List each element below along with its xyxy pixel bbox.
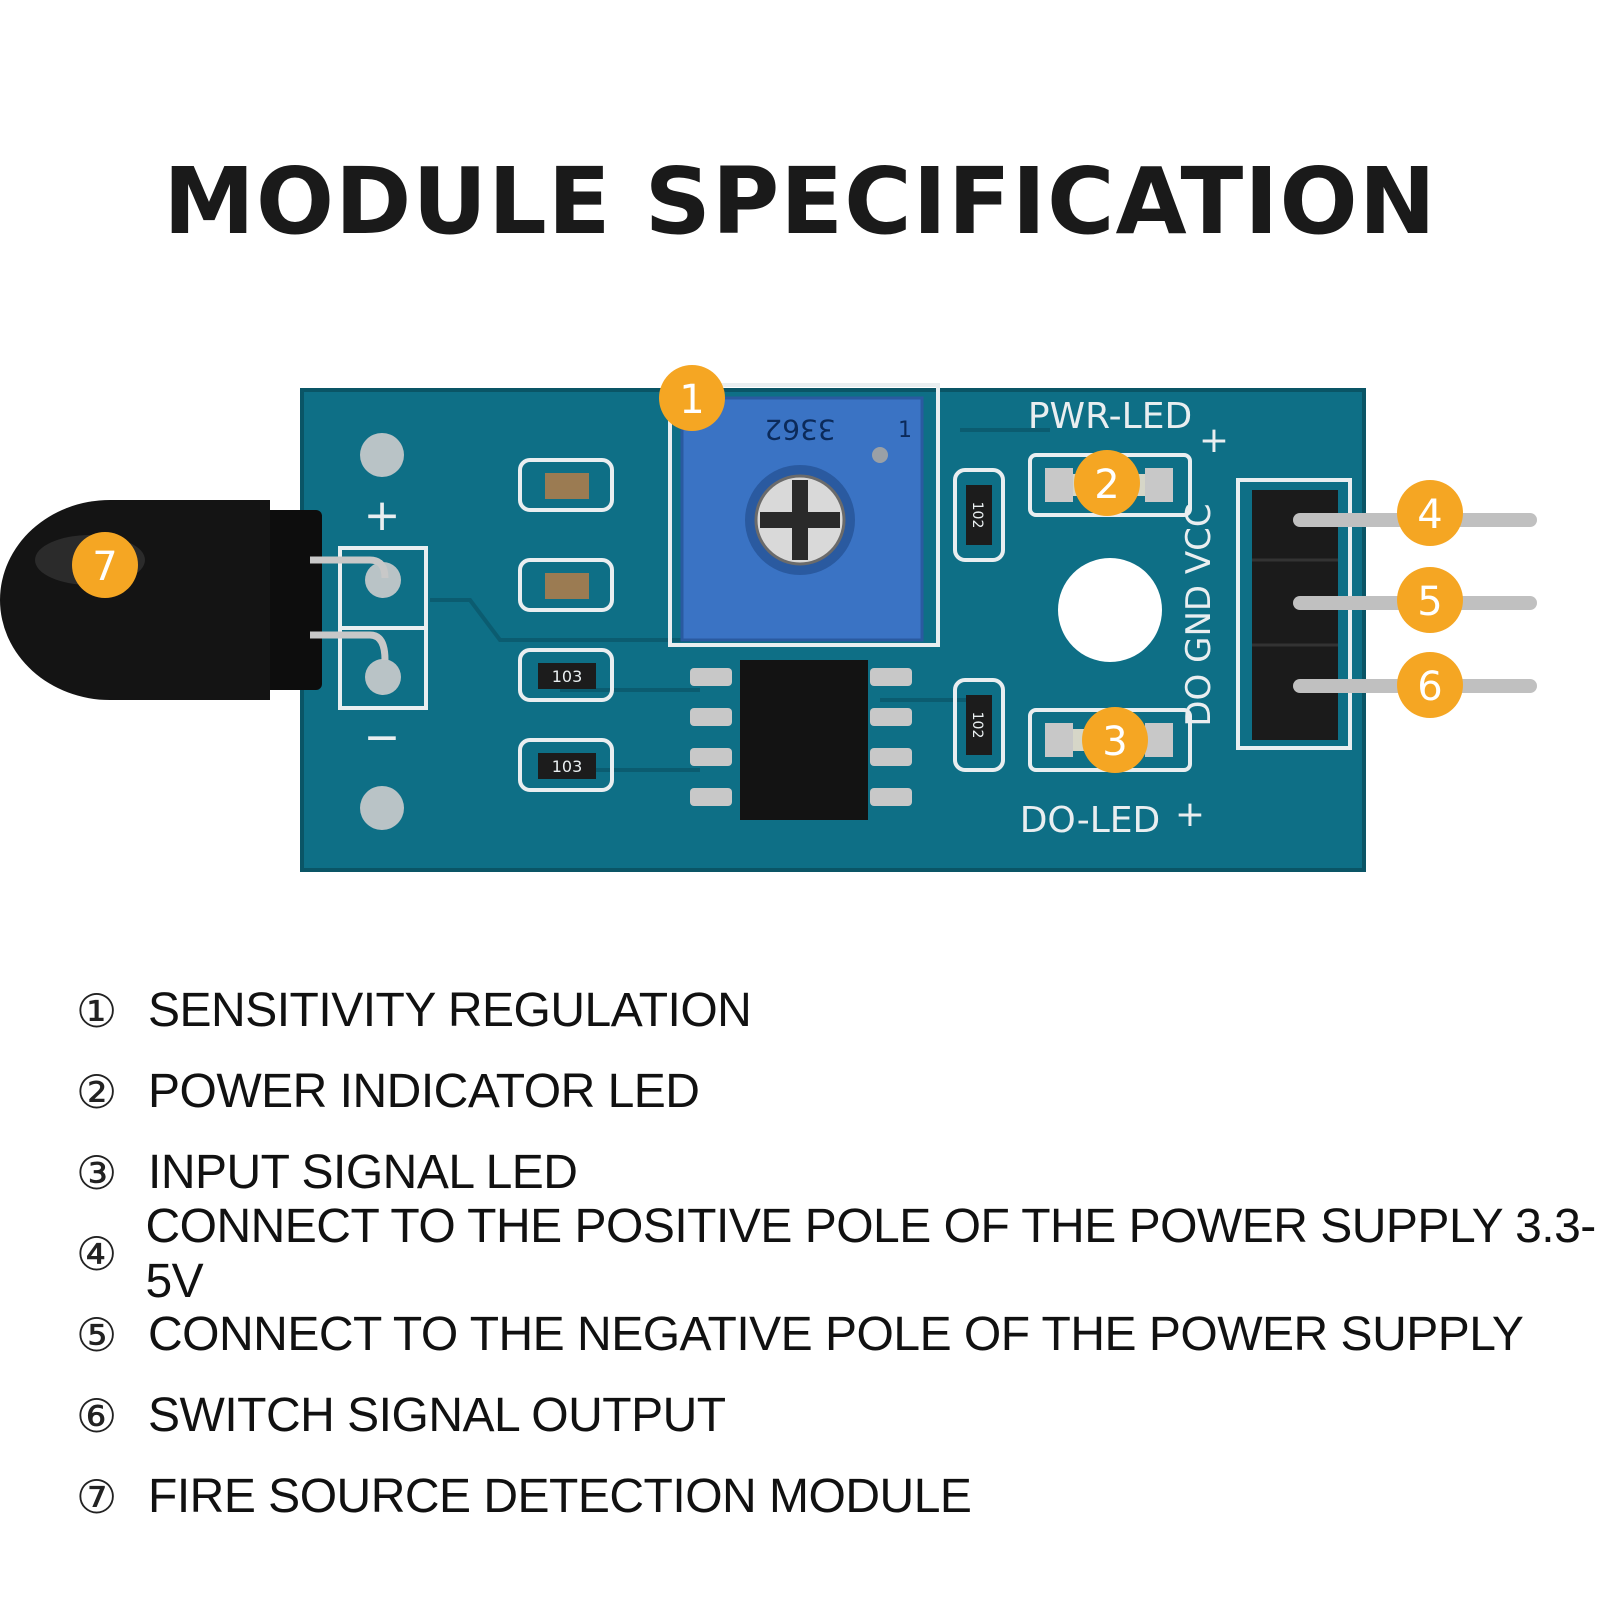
legend-text: INPUT SIGNAL LED — [148, 1146, 578, 1199]
mount-pad-bottom — [360, 786, 404, 830]
do-led-plus: + — [1175, 794, 1205, 835]
header-pin-labels: DO GND VCC — [1179, 503, 1219, 726]
legend-number: ① — [76, 983, 118, 1038]
legend-text: SWITCH SIGNAL OUTPUT — [148, 1389, 726, 1442]
legend-number: ④ — [76, 1226, 118, 1281]
trimpot[interactable]: 3362 1 — [668, 383, 940, 647]
legend-text: CONNECT TO THE POSITIVE POLE OF THE POWE… — [145, 1199, 1596, 1308]
capacitor-1 — [518, 458, 614, 512]
legend-item: ③ INPUT SIGNAL LED — [76, 1132, 1600, 1213]
marker-5: 5 — [1397, 567, 1463, 633]
resistor-code: 102 — [969, 712, 985, 739]
resistor-102-a: 102 — [953, 468, 1005, 562]
trimpot-pin: 1 — [898, 418, 912, 443]
resistor-102-b: 102 — [953, 678, 1005, 772]
resistor-code: 103 — [552, 667, 583, 686]
do-led-label: DO-LED — [1020, 800, 1161, 841]
legend-item: ④ CONNECT TO THE POSITIVE POLE OF THE POW… — [76, 1200, 1600, 1308]
trimpot-code: 3362 — [764, 413, 835, 446]
resistor-code: 103 — [552, 757, 583, 776]
resistor-103-b: 103 — [518, 738, 614, 792]
capacitor-2 — [518, 558, 614, 612]
svg-text:3: 3 — [1102, 719, 1127, 765]
marker-4: 4 — [1397, 480, 1463, 546]
svg-text:6: 6 — [1417, 664, 1442, 710]
page-title: MODULE SPECIFICATION — [163, 148, 1437, 255]
legend-item: ⑤ CONNECT TO THE NEGATIVE POLE OF THE POW… — [76, 1294, 1600, 1375]
legend-number: ⑤ — [76, 1307, 118, 1362]
marker-2: 2 — [1074, 450, 1140, 516]
legend-text: POWER INDICATOR LED — [148, 1065, 700, 1118]
legend-number: ⑥ — [76, 1388, 118, 1443]
minus-label: − — [364, 712, 401, 763]
legend-number: ⑦ — [76, 1469, 118, 1524]
marker-7: 7 — [72, 532, 138, 598]
legend-text: SENSITIVITY REGULATION — [148, 984, 752, 1037]
svg-text:2: 2 — [1094, 462, 1119, 508]
legend-item: ① SENSITIVITY REGULATION — [76, 970, 1600, 1051]
legend-text: CONNECT TO THE NEGATIVE POLE OF THE POWE… — [148, 1308, 1524, 1361]
resistor-code: 102 — [969, 502, 985, 529]
marker-1: 1 — [659, 365, 725, 431]
pin-header[interactable] — [1236, 478, 1537, 750]
svg-text:1: 1 — [679, 377, 704, 423]
legend-number: ② — [76, 1064, 118, 1119]
pwr-led-plus: + — [1199, 420, 1229, 461]
svg-text:7: 7 — [92, 544, 117, 590]
mounting-hole — [1058, 558, 1162, 662]
comparator-ic — [690, 660, 912, 820]
legend-text: FIRE SOURCE DETECTION MODULE — [148, 1470, 972, 1523]
svg-text:4: 4 — [1417, 492, 1442, 538]
pwr-led-label: PWR-LED — [1028, 396, 1192, 437]
legend-item: ⑦ FIRE SOURCE DETECTION MODULE — [76, 1456, 1600, 1537]
legend-item: ⑥ SWITCH SIGNAL OUTPUT — [76, 1375, 1600, 1456]
marker-6: 6 — [1397, 652, 1463, 718]
sensor-module-diagram: + − 103 103 3362 1 — [0, 365, 1537, 872]
svg-text:5: 5 — [1417, 579, 1442, 625]
legend-number: ③ — [76, 1145, 118, 1200]
plus-label: + — [364, 490, 401, 541]
resistor-103-a: 103 — [518, 648, 614, 702]
legend-list: ① SENSITIVITY REGULATION ② POWER INDICATOR… — [76, 970, 1600, 1537]
marker-3: 3 — [1082, 707, 1148, 773]
mount-pad-top — [360, 433, 404, 477]
legend-item: ② POWER INDICATOR LED — [76, 1051, 1600, 1132]
